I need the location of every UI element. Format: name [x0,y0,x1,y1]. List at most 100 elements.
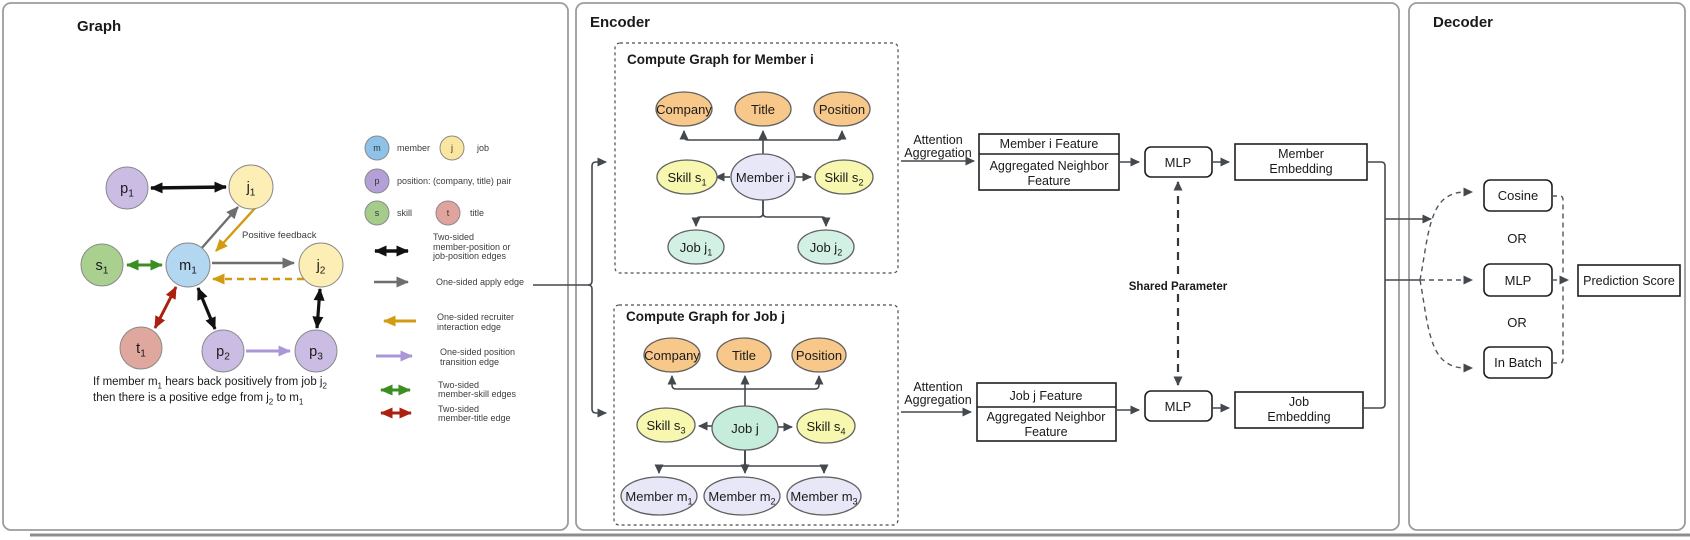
legend-edge1-line3: job-position edges [432,251,507,261]
decoder-mlp-box-label: MLP [1505,273,1532,288]
encoder-pipeline-member: Attention Aggregation Member i Feature A… [901,133,1368,191]
legend-title-letter: t [447,208,450,218]
job-j1-node [667,229,725,265]
member-m2-node-label: Member m2 [708,489,775,507]
job-feature-row1: Job j Feature [1010,389,1083,403]
position-node-job [791,337,847,373]
legend-member-letter: m [373,143,381,153]
legend-edge4-line2: transition edge [440,357,499,367]
encoder-panel-title: Encoder [590,14,650,31]
graph-legend: m member j job p position: (company, tit… [364,135,524,423]
member-i-node-label: Member i [736,170,790,185]
node-p2 [201,329,245,373]
graph-to-encoder-connector [533,157,607,418]
node-s1-label: s1 [96,258,109,277]
encoder-panel [575,2,1400,531]
node-j2-label: j2 [316,258,326,277]
edge-j2-p3-two-sided [312,288,325,329]
title-node-job [716,337,772,373]
node-p3 [294,329,338,373]
attention-label-job-line1: Attention [913,380,962,394]
cosine-output-dashed [1552,195,1564,276]
member-embedding-line1: Member [1278,147,1324,161]
company-node-job [643,337,701,373]
job-j-node-label: Job j [731,421,759,436]
member-feature-row2-line1: Aggregated Neighbor [990,159,1109,173]
cosine-box-label: Cosine [1498,188,1538,203]
node-p1-label: p1 [120,181,134,200]
member-m2-node [703,476,781,516]
edge-m1-j1-apply [199,206,239,251]
shared-parameter-label: Shared Parameter [1129,281,1228,293]
position-node-job-label: Position [796,348,842,363]
member-to-position-connector [763,130,847,141]
member-to-company-connector [679,130,763,141]
job-embedding-box [1234,391,1364,429]
member-feature-row2-line2: Feature [1027,174,1070,188]
mlp-box-bottom [1144,390,1213,422]
legend-skill-letter: s [375,208,380,218]
skill-s3-node [636,407,696,443]
member-m1-node-label: Member m1 [625,489,692,507]
node-j2 [298,242,344,288]
shared-parameter-link: Shared Parameter [1129,181,1228,386]
legend-job-icon [439,135,465,161]
position-node-member [813,91,871,127]
fan-to-in-batch [1419,279,1473,373]
job-to-member3-connector [744,450,829,474]
connector-to-job-graph [587,284,607,418]
edge-p1-j1-two-sided [150,181,227,194]
member-embedding-line2: Embedding [1269,162,1332,176]
title-node-member [734,91,792,127]
encoder-pipeline-job: Attention Aggregation Job j Feature Aggr… [901,380,1364,442]
edge-m1-p2-two-sided [196,287,217,330]
job-to-position-connector [745,375,824,390]
prediction-score-box [1577,264,1681,297]
legend-edge5-line2: member-skill edges [438,389,517,399]
graph-panel-title: Graph [77,18,121,35]
graph-caption-line2: then there is a positive edge from j2 to… [93,392,304,407]
edge-m1-t1-member-title [153,286,178,329]
positive-feedback-label: Positive feedback [242,230,317,241]
legend-skill-icon [364,200,390,226]
skill-s2-node-label: Skill s2 [824,170,863,188]
legend-position-letter: p [374,176,379,186]
skill-s4-node [796,408,856,444]
node-t1-label: t1 [136,341,146,360]
legend-position-icon [364,168,390,194]
job-j2-node [797,229,855,265]
legend-member-icon [364,135,390,161]
legend-position-label: position: (company, title) pair [397,176,511,186]
in-batch-output-dashed [1552,284,1564,364]
skill-s1-node-label: Skill s1 [667,170,706,188]
job-embedding-line1: Job [1289,395,1309,409]
job-compute-graph: Compute Graph for Job j Company Title Po… [613,304,899,526]
legend-skill-label: skill [397,208,412,218]
embedding-bracket [1364,161,1386,409]
legend-title-icon [435,200,461,226]
member-m1-node [620,476,698,516]
title-node-member-label: Title [751,102,775,117]
member-embedding-box [1234,143,1368,181]
job-j-node [711,405,779,451]
legend-edge4-line1: One-sided position [440,347,515,357]
prediction-score-label: Prediction Score [1583,274,1675,288]
member-to-job2-connector [762,200,831,227]
or-label-2: OR [1507,315,1527,330]
member-compute-graph: Compute Graph for Member i Company Title… [614,42,899,274]
attention-label-member-line1: Attention [913,133,962,147]
or-label-1: OR [1507,231,1527,246]
attention-label-member-line2: Aggregation [904,146,971,160]
job-embedding-line2: Embedding [1267,410,1330,424]
legend-edge3-line2: interaction edge [437,322,501,332]
legend-title-label: title [470,208,484,218]
member-compute-graph-title: Compute Graph for Member i [627,52,814,67]
decoder-options: Cosine OR MLP OR In Batch Prediction Sco… [1419,179,1681,379]
mlp-box-top-label: MLP [1165,155,1192,170]
legend-member-label: member [397,143,430,153]
company-node-member-label: Company [656,102,712,117]
legend-edge1-line2: member-position or [433,242,511,252]
company-node-member [655,91,713,127]
node-p3-label: p3 [309,344,323,363]
